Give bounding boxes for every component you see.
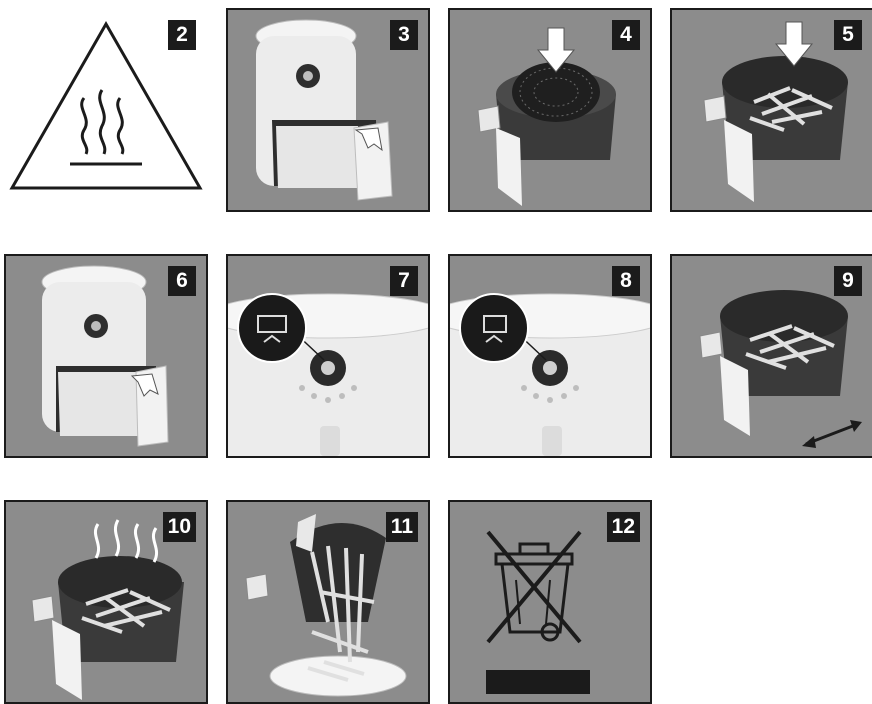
step-11-panel: 11 [226,500,430,704]
step-number-badge: 8 [612,266,640,296]
step-number-badge: 7 [390,266,418,296]
step-8-panel: 8 [448,254,652,458]
step-7-panel: 7 [226,254,430,458]
step-6-panel: 6 [4,254,208,458]
step-number-badge: 2 [168,20,196,50]
step-number-badge: 12 [607,512,640,542]
step-number-badge: 10 [163,512,196,542]
step-9-panel: 9 [670,254,872,458]
step-number-badge: 4 [612,20,640,50]
step-number-badge: 5 [834,20,862,50]
step-12-panel: 12 [448,500,652,704]
step-10-panel: 10 [4,500,208,704]
step-number-badge: 6 [168,266,196,296]
step-5-panel: 5 [670,8,872,212]
step-number-badge: 3 [390,20,418,50]
step-number-badge: 11 [386,512,418,542]
step-4-panel: 4 [448,8,652,212]
step-number-badge: 9 [834,266,862,296]
step-3-panel: 3 [226,8,430,212]
step-2-panel: 2 [4,6,208,210]
double-arrow-icon [802,420,862,448]
